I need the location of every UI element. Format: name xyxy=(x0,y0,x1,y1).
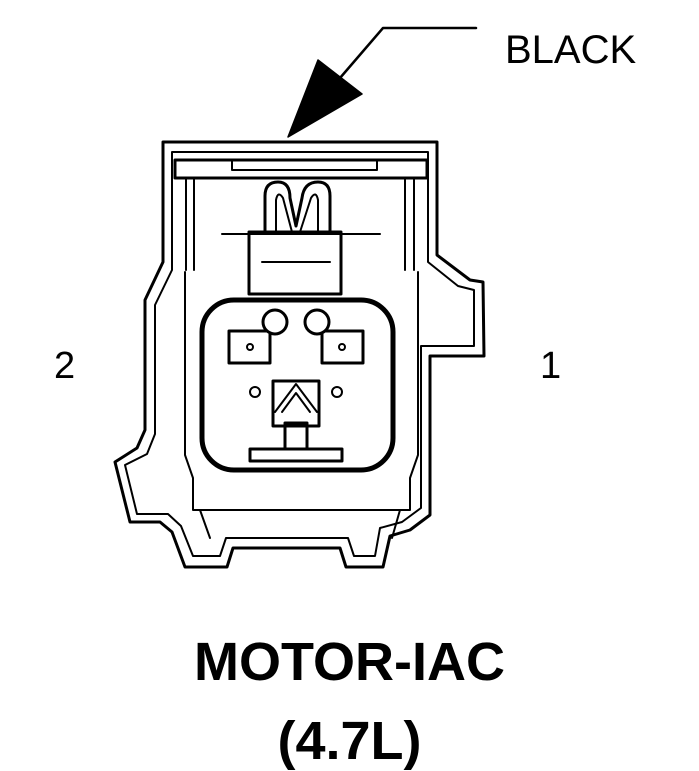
polarization-key xyxy=(248,379,344,463)
locking-tab xyxy=(221,180,381,296)
engine-variant: (4.7L) xyxy=(277,711,422,771)
pin-number-1-label: 1 xyxy=(540,345,562,387)
locator-hole-left xyxy=(249,386,261,398)
wire-color-label: BLACK xyxy=(505,28,637,72)
pin-2-terminal xyxy=(227,308,289,365)
pin-1-terminal xyxy=(303,308,365,365)
locking-bar xyxy=(173,158,429,271)
connector-name: MOTOR-IAC xyxy=(194,632,505,692)
pin-number-2-label: 2 xyxy=(54,345,76,387)
color-callout-leader xyxy=(287,26,478,138)
connector-housing xyxy=(113,140,486,569)
terminal-cavity xyxy=(199,297,396,473)
locator-hole-right xyxy=(331,386,343,398)
